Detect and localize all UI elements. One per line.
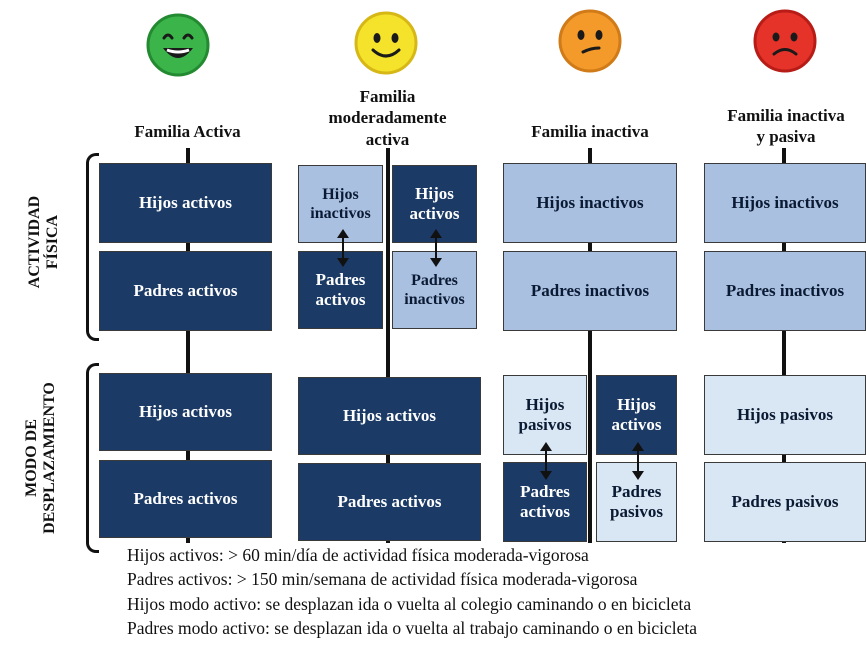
very-happy-face-icon xyxy=(146,13,210,77)
box-line: Hijos xyxy=(617,394,656,414)
double-arrow-icon xyxy=(430,229,442,267)
legend-line: Padres modo activo: se desplazan ida o v… xyxy=(127,618,697,638)
box-line: inactivos xyxy=(404,291,465,308)
row-group-line: DESPLAZAMIENTO xyxy=(41,382,59,534)
box-padres-activos: Padres activos xyxy=(298,463,481,541)
box-hijos-activos: Hijos activos xyxy=(392,165,477,243)
box-line: Hijos xyxy=(322,185,359,203)
connector-line xyxy=(186,148,190,543)
column-title-line: Familia inactiva xyxy=(727,106,845,125)
double-arrow-icon xyxy=(337,229,349,267)
sad-face-icon xyxy=(753,9,817,73)
box-padres-pasivos: Padres pasivos xyxy=(704,462,866,542)
box-padres-activos: Padres activos xyxy=(99,460,272,538)
box-line: inactivos xyxy=(310,205,371,222)
box-line: Padres xyxy=(411,271,458,289)
row-group-line: MODO DE xyxy=(23,419,40,497)
box-line: Padres xyxy=(611,481,662,501)
connector-line xyxy=(386,148,390,543)
row-group-modo-desplazamiento: MODO DE DESPLAZAMIENTO xyxy=(23,378,63,538)
box-line: pasivos xyxy=(610,502,663,521)
bracket-actividad-fisica xyxy=(86,153,99,341)
box-hijos-inactivos: Hijos inactivos xyxy=(503,163,677,243)
bracket-modo-desplazamiento xyxy=(86,363,99,553)
box-line: activos xyxy=(519,502,571,521)
box-padres-inactivos: Padres inactivos xyxy=(392,251,477,329)
box-line: activos xyxy=(315,290,366,309)
box-line: activos xyxy=(611,415,662,434)
box-hijos-inactivos: Hijos inactivos xyxy=(704,163,866,243)
box-hijos-activos: Hijos activos xyxy=(99,163,272,243)
column-title-line: activa xyxy=(365,129,410,149)
box-hijos-activos: Hijos activos xyxy=(99,373,272,451)
column-title-line: y pasiva xyxy=(756,127,816,147)
box-line: activos xyxy=(409,204,460,223)
row-group-line: ACTIVIDAD xyxy=(26,195,43,289)
column-title-line: Familia xyxy=(359,87,416,106)
box-padres-activos: Padres activos xyxy=(298,251,383,329)
neutral-face-icon xyxy=(558,9,622,73)
column-title-familia-inactiva-y-pasiva: Familia inactiva y pasiva xyxy=(708,105,864,148)
column-title-line: moderadamente xyxy=(328,108,447,128)
legend-line: Hijos activos: > 60 min/día de actividad… xyxy=(127,545,589,565)
legend-line: Padres activos: > 150 min/semana de acti… xyxy=(127,569,638,589)
box-padres-activos: Padres activos xyxy=(99,251,272,331)
box-line: Padres xyxy=(520,481,570,501)
box-line: Hijos xyxy=(525,394,565,414)
box-padres-inactivos: Padres inactivos xyxy=(704,251,866,331)
row-group-line: FÍSICA xyxy=(44,214,62,270)
box-line: Hijos xyxy=(415,183,454,203)
column-title-familia-inactiva: Familia inactiva xyxy=(531,122,649,141)
happy-face-icon xyxy=(354,11,418,75)
double-arrow-icon xyxy=(632,442,644,480)
box-hijos-pasivos: Hijos pasivos xyxy=(503,375,587,455)
box-hijos-activos: Hijos activos xyxy=(596,375,677,455)
box-line: pasivos xyxy=(518,415,572,434)
column-title-familia-moderadamente-activa: Familia moderadamente activa xyxy=(300,86,475,150)
box-hijos-activos: Hijos activos xyxy=(298,377,481,455)
connector-line xyxy=(782,148,786,543)
connector-line xyxy=(588,148,592,543)
legend-line: Hijos modo activo: se desplazan ida o vu… xyxy=(127,594,692,614)
box-hijos-pasivos: Hijos pasivos xyxy=(704,375,866,455)
column-title-familia-activa: Familia Activa xyxy=(134,122,241,141)
box-line: Padres xyxy=(315,269,366,289)
row-group-actividad-fisica: ACTIVIDAD FÍSICA xyxy=(26,192,66,292)
double-arrow-icon xyxy=(540,442,552,480)
box-padres-inactivos: Padres inactivos xyxy=(503,251,677,331)
